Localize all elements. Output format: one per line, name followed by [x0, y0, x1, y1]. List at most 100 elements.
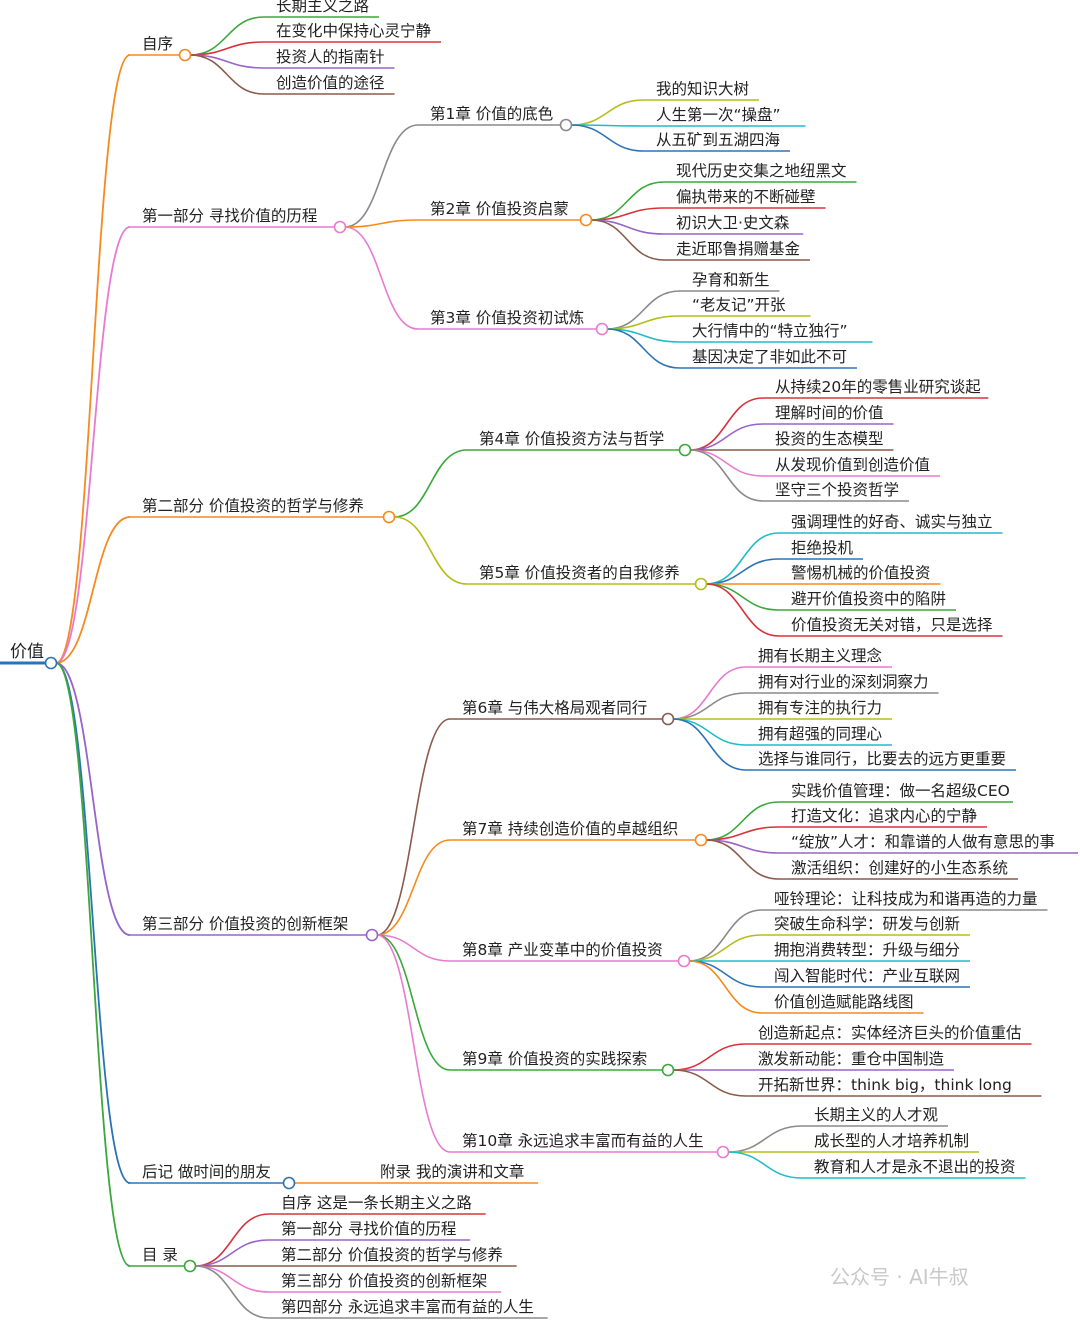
section-link [688, 934, 763, 962]
section-label-3-4-0: 长期主义的人才观 [814, 1106, 938, 1124]
section-label-3-0-2: 拥有专注的执行力 [758, 699, 882, 717]
part-node-2[interactable] [382, 510, 396, 524]
root-node[interactable] [44, 656, 58, 670]
section-label-4-0: 附录 我的演讲和文章 [380, 1163, 524, 1181]
part-node-1[interactable] [333, 220, 347, 234]
chapter-node-1-2[interactable] [595, 322, 609, 336]
section-label-3-3-2: 开拓新世界：think big，think long [758, 1076, 1012, 1094]
section-link [570, 99, 645, 126]
section-label-1-2-2: 大行情中的“特立独行” [692, 322, 848, 340]
branch-link [55, 54, 131, 664]
section-link [590, 219, 665, 261]
section-label-0-2: 投资人的指南针 [276, 48, 385, 66]
section-label-2-0-1: 理解时间的价值 [775, 404, 884, 422]
chapter-link [393, 516, 468, 585]
section-label-3-2-1: 突破生命科学：研发与创新 [774, 915, 960, 933]
chapter-label-3-0: 第6章 与伟大格局观者同行 [462, 699, 647, 717]
section-link [688, 909, 763, 962]
section-label-2-1-2: 警惕机械的价值投资 [791, 564, 931, 582]
chapter-link [376, 718, 451, 936]
section-label-1-0-1: 人生第一次“操盘” [656, 105, 781, 124]
section-link [189, 16, 265, 56]
chapter-label-1-2: 第3章 价值投资初试炼 [430, 309, 584, 327]
part-label-0: 自序 [142, 35, 173, 53]
chapter-node-3-2[interactable] [677, 954, 691, 968]
branch-link [55, 662, 131, 1267]
section-label-3-3-0: 创造新起点：实体经济巨头的价值重估 [758, 1024, 1022, 1042]
section-link [194, 1265, 270, 1319]
chapter-link [376, 934, 451, 962]
section-link [689, 423, 764, 451]
section-label-5-3: 第三部分 价值投资的创新框架 [281, 1272, 487, 1290]
section-link [606, 290, 681, 330]
section-label-2-0-0: 从持续20年的零售业研究谈起 [775, 378, 981, 396]
part-label-4: 后记 做时间的朋友 [142, 1163, 271, 1181]
section-link [672, 692, 747, 720]
chapter-node-1-1[interactable] [579, 213, 593, 227]
section-link [606, 328, 681, 369]
chapter-link [376, 839, 451, 936]
section-label-5-2: 第二部分 价值投资的哲学与修养 [281, 1246, 503, 1264]
section-link [689, 449, 764, 477]
mindmap-underlines [0, 16, 1078, 1319]
section-label-0-3: 创造价值的途径 [276, 74, 385, 92]
section-link [194, 1213, 270, 1267]
section-link [705, 839, 780, 880]
part-label-3: 第三部分 价值投资的创新框架 [142, 915, 348, 933]
section-link [189, 54, 265, 95]
section-link [672, 1043, 747, 1071]
section-label-1-1-2: 初识大卫·史文森 [676, 214, 790, 232]
section-label-3-3-1: 激发新动能：重仓中国制造 [758, 1050, 945, 1068]
chapter-node-3-4[interactable] [716, 1145, 730, 1159]
section-label-1-1-1: 偏执带来的不断碰壁 [676, 188, 816, 206]
chapter-label-3-1: 第7章 持续创造价值的卓越组织 [462, 820, 678, 838]
section-label-2-1-1: 拒绝投机 [791, 539, 854, 557]
section-label-2-1-3: 避开价值投资中的陷阱 [791, 590, 946, 608]
section-link [689, 449, 764, 502]
section-label-3-2-2: 拥抱消费转型：升级与细分 [774, 941, 960, 959]
section-link [672, 666, 747, 720]
section-label-2-1-0: 强调理性的好奇、诚实与独立 [791, 513, 993, 531]
chapter-label-2-0: 第4章 价值投资方法与哲学 [479, 430, 664, 448]
chapter-label-3-2: 第8章 产业变革中的价值投资 [462, 941, 663, 959]
chapter-node-2-1[interactable] [694, 577, 708, 591]
section-link [705, 558, 780, 585]
section-label-3-0-3: 拥有超强的同理心 [758, 725, 882, 743]
mindmap-nodes [44, 48, 730, 1273]
section-link [570, 124, 645, 152]
section-link [672, 1069, 747, 1097]
chapter-link [376, 934, 451, 1071]
branch-link [55, 662, 131, 1184]
chapter-link [344, 219, 419, 228]
section-label-3-0-1: 拥有对行业的深刻洞察力 [758, 673, 929, 691]
section-label-3-4-2: 教育和人才是永不退出的投资 [814, 1158, 1016, 1176]
section-label-5-0: 自序 这是一条长期主义之路 [281, 1194, 472, 1212]
part-node-5[interactable] [183, 1259, 197, 1273]
chapter-node-3-0[interactable] [661, 712, 675, 726]
section-label-1-2-3: 基因决定了非如此不可 [692, 348, 847, 366]
chapter-node-1-0[interactable] [559, 118, 573, 132]
section-link [705, 801, 780, 841]
section-label-0-1: 在变化中保持心灵宁静 [276, 22, 431, 40]
chapter-node-3-1[interactable] [694, 833, 708, 847]
part-label-2: 第二部分 价值投资的哲学与修养 [142, 497, 364, 515]
section-label-2-0-4: 坚守三个投资哲学 [775, 481, 899, 499]
chapter-label-2-1: 第5章 价值投资者的自我修养 [479, 564, 680, 582]
section-label-2-1-4: 价值投资无关对错，只是选择 [791, 616, 993, 634]
part-node-3[interactable] [365, 928, 379, 942]
part-node-4[interactable] [282, 1176, 296, 1190]
section-label-1-1-3: 走近耶鲁捐赠基金 [676, 240, 801, 258]
section-link [705, 532, 780, 585]
section-label-2-0-2: 投资的生态模型 [775, 430, 884, 448]
chapter-link [344, 226, 419, 330]
section-label-5-4: 第四部分 永远追求丰富而有益的人生 [281, 1298, 534, 1316]
part-label-5: 目 录 [142, 1246, 178, 1264]
chapter-node-3-3[interactable] [661, 1063, 675, 1077]
section-link [705, 583, 780, 611]
part-node-0[interactable] [178, 48, 192, 62]
section-label-2-0-3: 从发现价值到创造价值 [775, 456, 930, 474]
section-link [705, 583, 780, 637]
chapter-node-2-0[interactable] [678, 443, 692, 457]
root-label: 价值 [10, 642, 44, 662]
section-label-3-2-4: 价值创造赋能路线图 [774, 993, 914, 1011]
